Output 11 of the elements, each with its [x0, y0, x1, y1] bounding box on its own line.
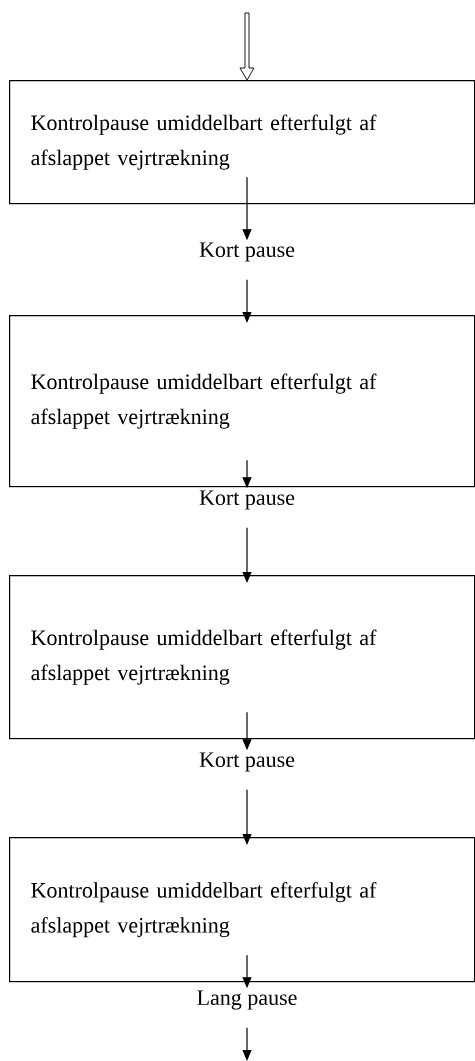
step-label: Lang pause [197, 990, 297, 1010]
process-box: Kontrolpause umiddelbart efterfulgt af afslappet vejrtrækning [9, 315, 475, 488]
process-box: Kontrolpause umiddelbart efterfulgt af afslappet vejrtrækning [9, 575, 475, 740]
arrow [242, 1027, 252, 1061]
process-box: Kontrolpause umiddelbart efterfulgt af afslappet vejrtrækning [9, 80, 475, 205]
step-label: Kort pause [199, 490, 295, 510]
step-label: Kort pause [199, 242, 295, 262]
arrow [242, 279, 252, 323]
process-box: Kontrolpause umiddelbart efterfulgt af afslappet vejrtrækning [9, 837, 475, 983]
step-label: Kort pause [199, 752, 295, 772]
hollow-arrow [239, 12, 255, 81]
